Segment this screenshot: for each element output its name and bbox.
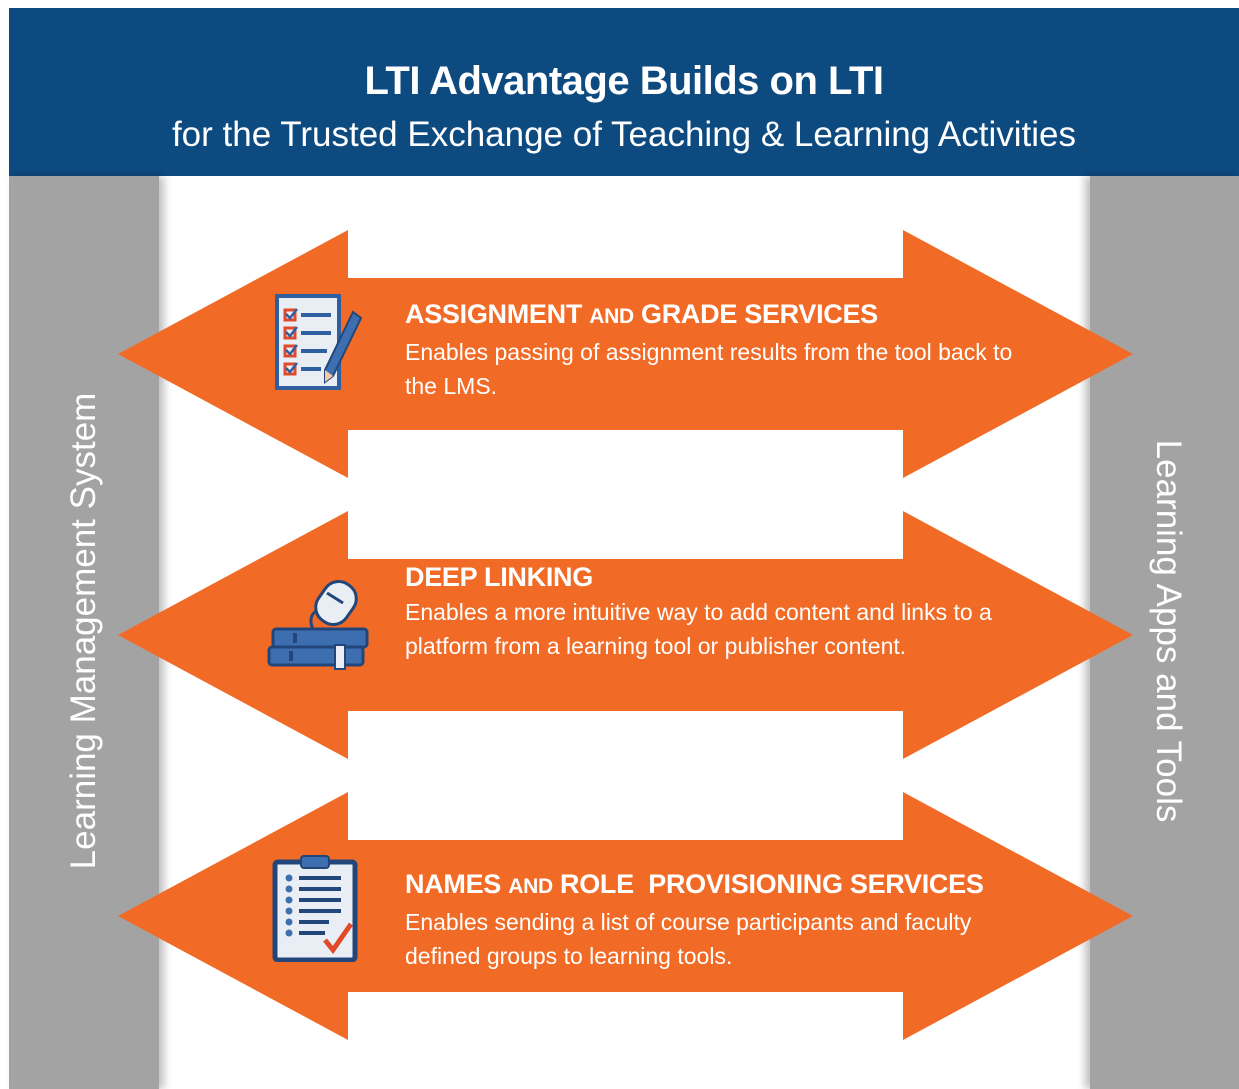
heading-part: ASSIGNMENT [405,299,583,329]
heading-part: ROLE PROVISIONING SERVICES [560,869,984,899]
page-subtitle: for the Trusted Exchange of Teaching & L… [171,115,1077,154]
service-description: Enables passing of assignment results fr… [405,339,1013,399]
service-description: Enables a more intuitive way to add cont… [405,599,992,659]
checklist-pencil-icon [275,294,363,390]
heading-connector: AND [508,875,553,898]
heading-part: NAMES [405,869,502,899]
page-title: LTI Advantage Builds on LTI [364,59,884,103]
heading-part: DEEP LINKING [405,562,593,592]
books-mouse-icon [267,580,369,670]
heading-part: GRADE SERVICES [641,299,878,329]
service-text: DEEP LINKING Enables a more intuitive wa… [405,561,1025,663]
service-text: NAMES AND ROLE PROVISIONING SERVICES Ena… [405,868,1025,973]
double-arrow-shape [118,511,1133,759]
names-role-provisioning-arrow: NAMES AND ROLE PROVISIONING SERVICES Ena… [118,792,1133,1040]
assignment-grade-services-arrow: ASSIGNMENT AND GRADE SERVICES Enables pa… [118,230,1133,478]
double-arrow-shape [118,792,1133,1040]
double-arrow-shape [118,230,1133,478]
clipboard-roster-icon [272,855,358,962]
service-text: ASSIGNMENT AND GRADE SERVICES Enables pa… [405,298,1025,403]
header-banner: LTI Advantage Builds on LTI for the Trus… [9,8,1239,176]
service-heading: DEEP LINKING [405,561,1025,593]
service-heading: NAMES AND ROLE PROVISIONING SERVICES [405,868,1025,903]
deep-linking-arrow: DEEP LINKING Enables a more intuitive wa… [118,511,1133,759]
service-description: Enables sending a list of course partici… [405,909,972,969]
lms-panel-label: Learning Management System [64,392,103,870]
service-heading: ASSIGNMENT AND GRADE SERVICES [405,298,1025,333]
tools-panel-label: Learning Apps and Tools [1149,439,1188,823]
heading-connector: AND [589,305,634,328]
